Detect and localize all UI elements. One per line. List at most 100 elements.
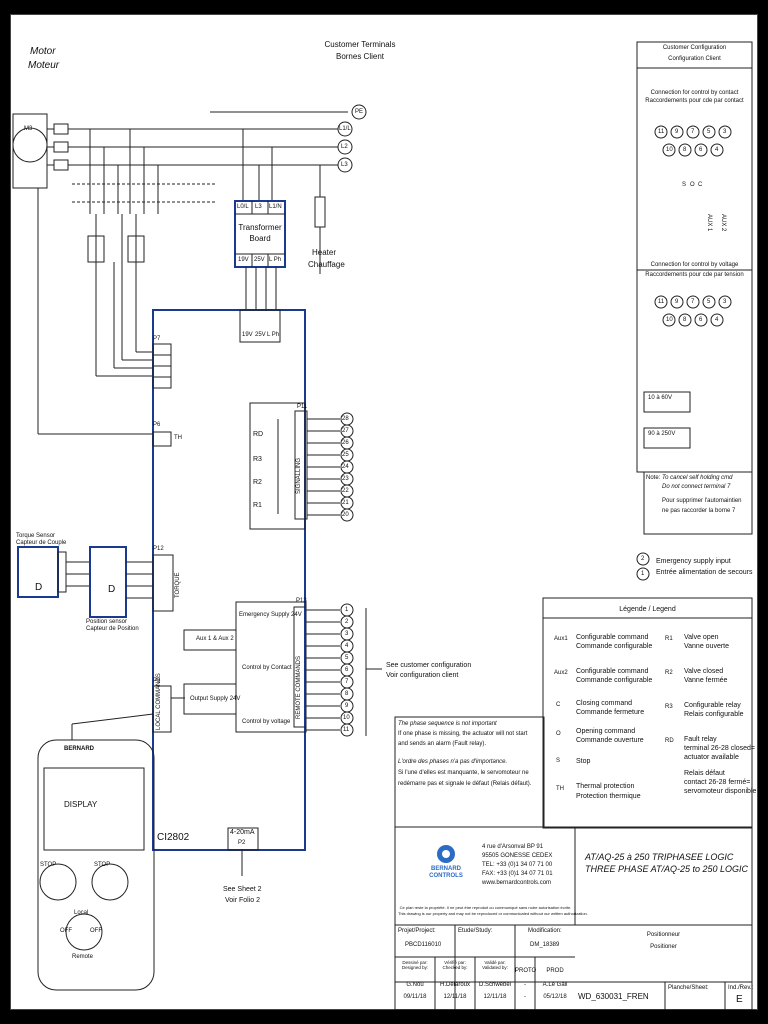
display-remote[interactable]: Remote — [72, 954, 94, 960]
note-line-1: To cancel self holding cmd — [662, 475, 733, 481]
cfg-o: O — [690, 182, 695, 188]
motor-symbol — [12, 127, 48, 163]
display-stop-right[interactable]: STOP — [94, 862, 111, 868]
emergency-term-1: 1 — [641, 571, 645, 577]
rc-terminal-3: 3 — [345, 631, 349, 637]
rc-terminal-4: 4 — [345, 643, 349, 649]
sig-terminal-22: 22 — [342, 488, 349, 494]
connector-p6: P6 — [153, 422, 161, 428]
tb-confidential-1: Ce plan reste la propriété. Il ne peut ê… — [399, 905, 572, 910]
legend-c-en: Closing command — [576, 700, 633, 707]
tb-title-2: THREE PHASE AT/AQ-25 to 250 LOGIC — [585, 864, 749, 874]
transformer-name-2: Board — [249, 234, 271, 243]
transformer-in-2: L3 — [255, 204, 262, 210]
tb-validated-label: Validé par: Validated by: — [482, 960, 508, 971]
tb-logo-1: BERNARD — [431, 866, 461, 872]
legend-box — [542, 597, 753, 829]
config-title-en: Customer Configuration — [662, 45, 727, 51]
display-local[interactable]: Local — [74, 910, 89, 916]
note-label: Note: — [646, 475, 661, 481]
tb-address-2: 95505 GONESSE CEDEX — [482, 853, 553, 859]
display-stop-left[interactable]: STOP — [40, 862, 57, 868]
position-d: D — [108, 584, 116, 595]
config-contact-en: Connection for control by contact — [650, 90, 739, 96]
legend-rd-fr-l3: servomoteur disponible — [684, 788, 757, 795]
legend-o-en: Opening command — [576, 728, 636, 735]
emergency-en: Emergency supply input — [656, 558, 731, 565]
tb-doc-number: WD_630031_FREN — [578, 992, 649, 1001]
tb-web: www.bernardcontrols.com — [482, 880, 552, 886]
rc-terminal-8: 8 — [345, 691, 349, 697]
cfg-t10: 10 — [666, 147, 673, 153]
legend-rd-l2: terminal 26-28 closed= — [684, 745, 756, 752]
tb-project: PBCD116010 — [405, 942, 442, 948]
cfg-t6: 6 — [699, 147, 703, 153]
transformer-in-3: L1/N — [269, 204, 282, 210]
tb-fax: FAX: +33 (0)1 34 07 71 01 — [482, 871, 553, 877]
remote-vertical-label: REMOTE COMMANDS — [296, 656, 302, 719]
legend-c-fr: Commande fermeture — [576, 709, 645, 716]
motor-box — [12, 113, 48, 189]
sig-terminal-28: 28 — [342, 416, 349, 422]
tb-modif: DM_18389 — [530, 942, 560, 948]
torque-vertical-label: TORQUE — [175, 572, 181, 598]
connector-p12: P12 — [153, 546, 164, 552]
transformer-name-1: Transformer — [238, 223, 282, 232]
cfg-aux2: AUX 2 — [720, 214, 726, 232]
legend-key-r3: R3 — [665, 704, 673, 710]
motor-title-en: Motor — [30, 46, 56, 57]
config-title-fr: Configuration Client — [668, 56, 721, 62]
heater-fr: Chauffage — [308, 260, 345, 269]
cfg-v-t3: 3 — [723, 299, 727, 305]
cfg-v-t10: 10 — [666, 317, 673, 323]
rc-terminal-1: 1 — [345, 607, 349, 613]
legend-rd-l3: actuator available — [684, 754, 739, 761]
display-off-left[interactable]: OFF — [60, 928, 72, 934]
cfg-t3: 3 — [723, 129, 727, 135]
transformer-out-2: 25V — [254, 257, 265, 263]
output-supply-label: Output Supply 24V — [190, 696, 241, 702]
cfg-v-t4: 4 — [715, 317, 719, 323]
legend-key-r2: R2 — [665, 670, 673, 676]
legend-aux2-en: Configurable command — [576, 668, 649, 675]
legend-th-fr: Protection thermique — [576, 793, 641, 800]
relay-r1: R1 — [253, 502, 262, 509]
display-off-right[interactable]: OFF — [90, 928, 102, 934]
tb-checked-date: 12/11/18 — [443, 994, 467, 1000]
tb-checked: H.Delaroux — [439, 982, 470, 988]
sig-terminal-21: 21 — [342, 500, 349, 506]
sig-terminal-27: 27 — [342, 428, 349, 434]
sig-terminal-25: 25 — [342, 452, 349, 458]
legend-rd-l1: Fault relay — [684, 736, 717, 743]
board-pin-25v: 25V — [255, 332, 266, 338]
torque-sensor-fr: Capteur de Couple — [16, 540, 67, 546]
legend-r1-l1: Valve open — [684, 634, 719, 641]
legend-rd-fr-l2: contact 26-28 fermé= — [684, 779, 751, 786]
relay-r3: R3 — [253, 456, 262, 463]
tb-title-1: AT/AQ-25 à 250 TRIPHASEE LOGIC — [585, 852, 734, 862]
legend-r3-l2: Relais configurable — [684, 711, 744, 718]
tb-address-1: 4 rue d'Arsonval BP 91 — [482, 844, 544, 850]
rc-terminal-6: 6 — [345, 667, 349, 673]
note-line-3: Pour supprimer l'automaintien — [662, 498, 742, 504]
legend-key-o: O — [556, 731, 561, 737]
phase-note-5: Si l'une d'elles est manquante, le servo… — [398, 770, 529, 776]
tb-designed-label: Dessiné par: Designed by: — [401, 960, 429, 971]
note-line-2: Do not connect terminal 7 — [662, 484, 731, 490]
tb-logo-2: CONTROLS — [429, 873, 463, 879]
legend-aux1-en: Configurable command — [576, 634, 649, 641]
rc-terminal-11: 11 — [343, 727, 350, 733]
cfg-t5: 5 — [707, 129, 711, 135]
legend-key-c: C — [556, 702, 561, 708]
cfg-v-t8: 8 — [683, 317, 687, 323]
display-device — [37, 739, 155, 991]
legend-key-aux1: Aux1 — [554, 636, 568, 642]
tb-proto-label: PROTO — [515, 968, 537, 974]
board-pin-lph: L Ph — [267, 332, 280, 338]
cfg-t11: 11 — [658, 129, 665, 135]
relay-rd: RD — [253, 431, 264, 438]
sig-terminal-20: 20 — [342, 512, 349, 518]
tb-project-label: Projet/Project: — [398, 928, 436, 934]
tb-modif-label: Modification: — [528, 928, 562, 934]
cfg-t9: 9 — [675, 129, 679, 135]
